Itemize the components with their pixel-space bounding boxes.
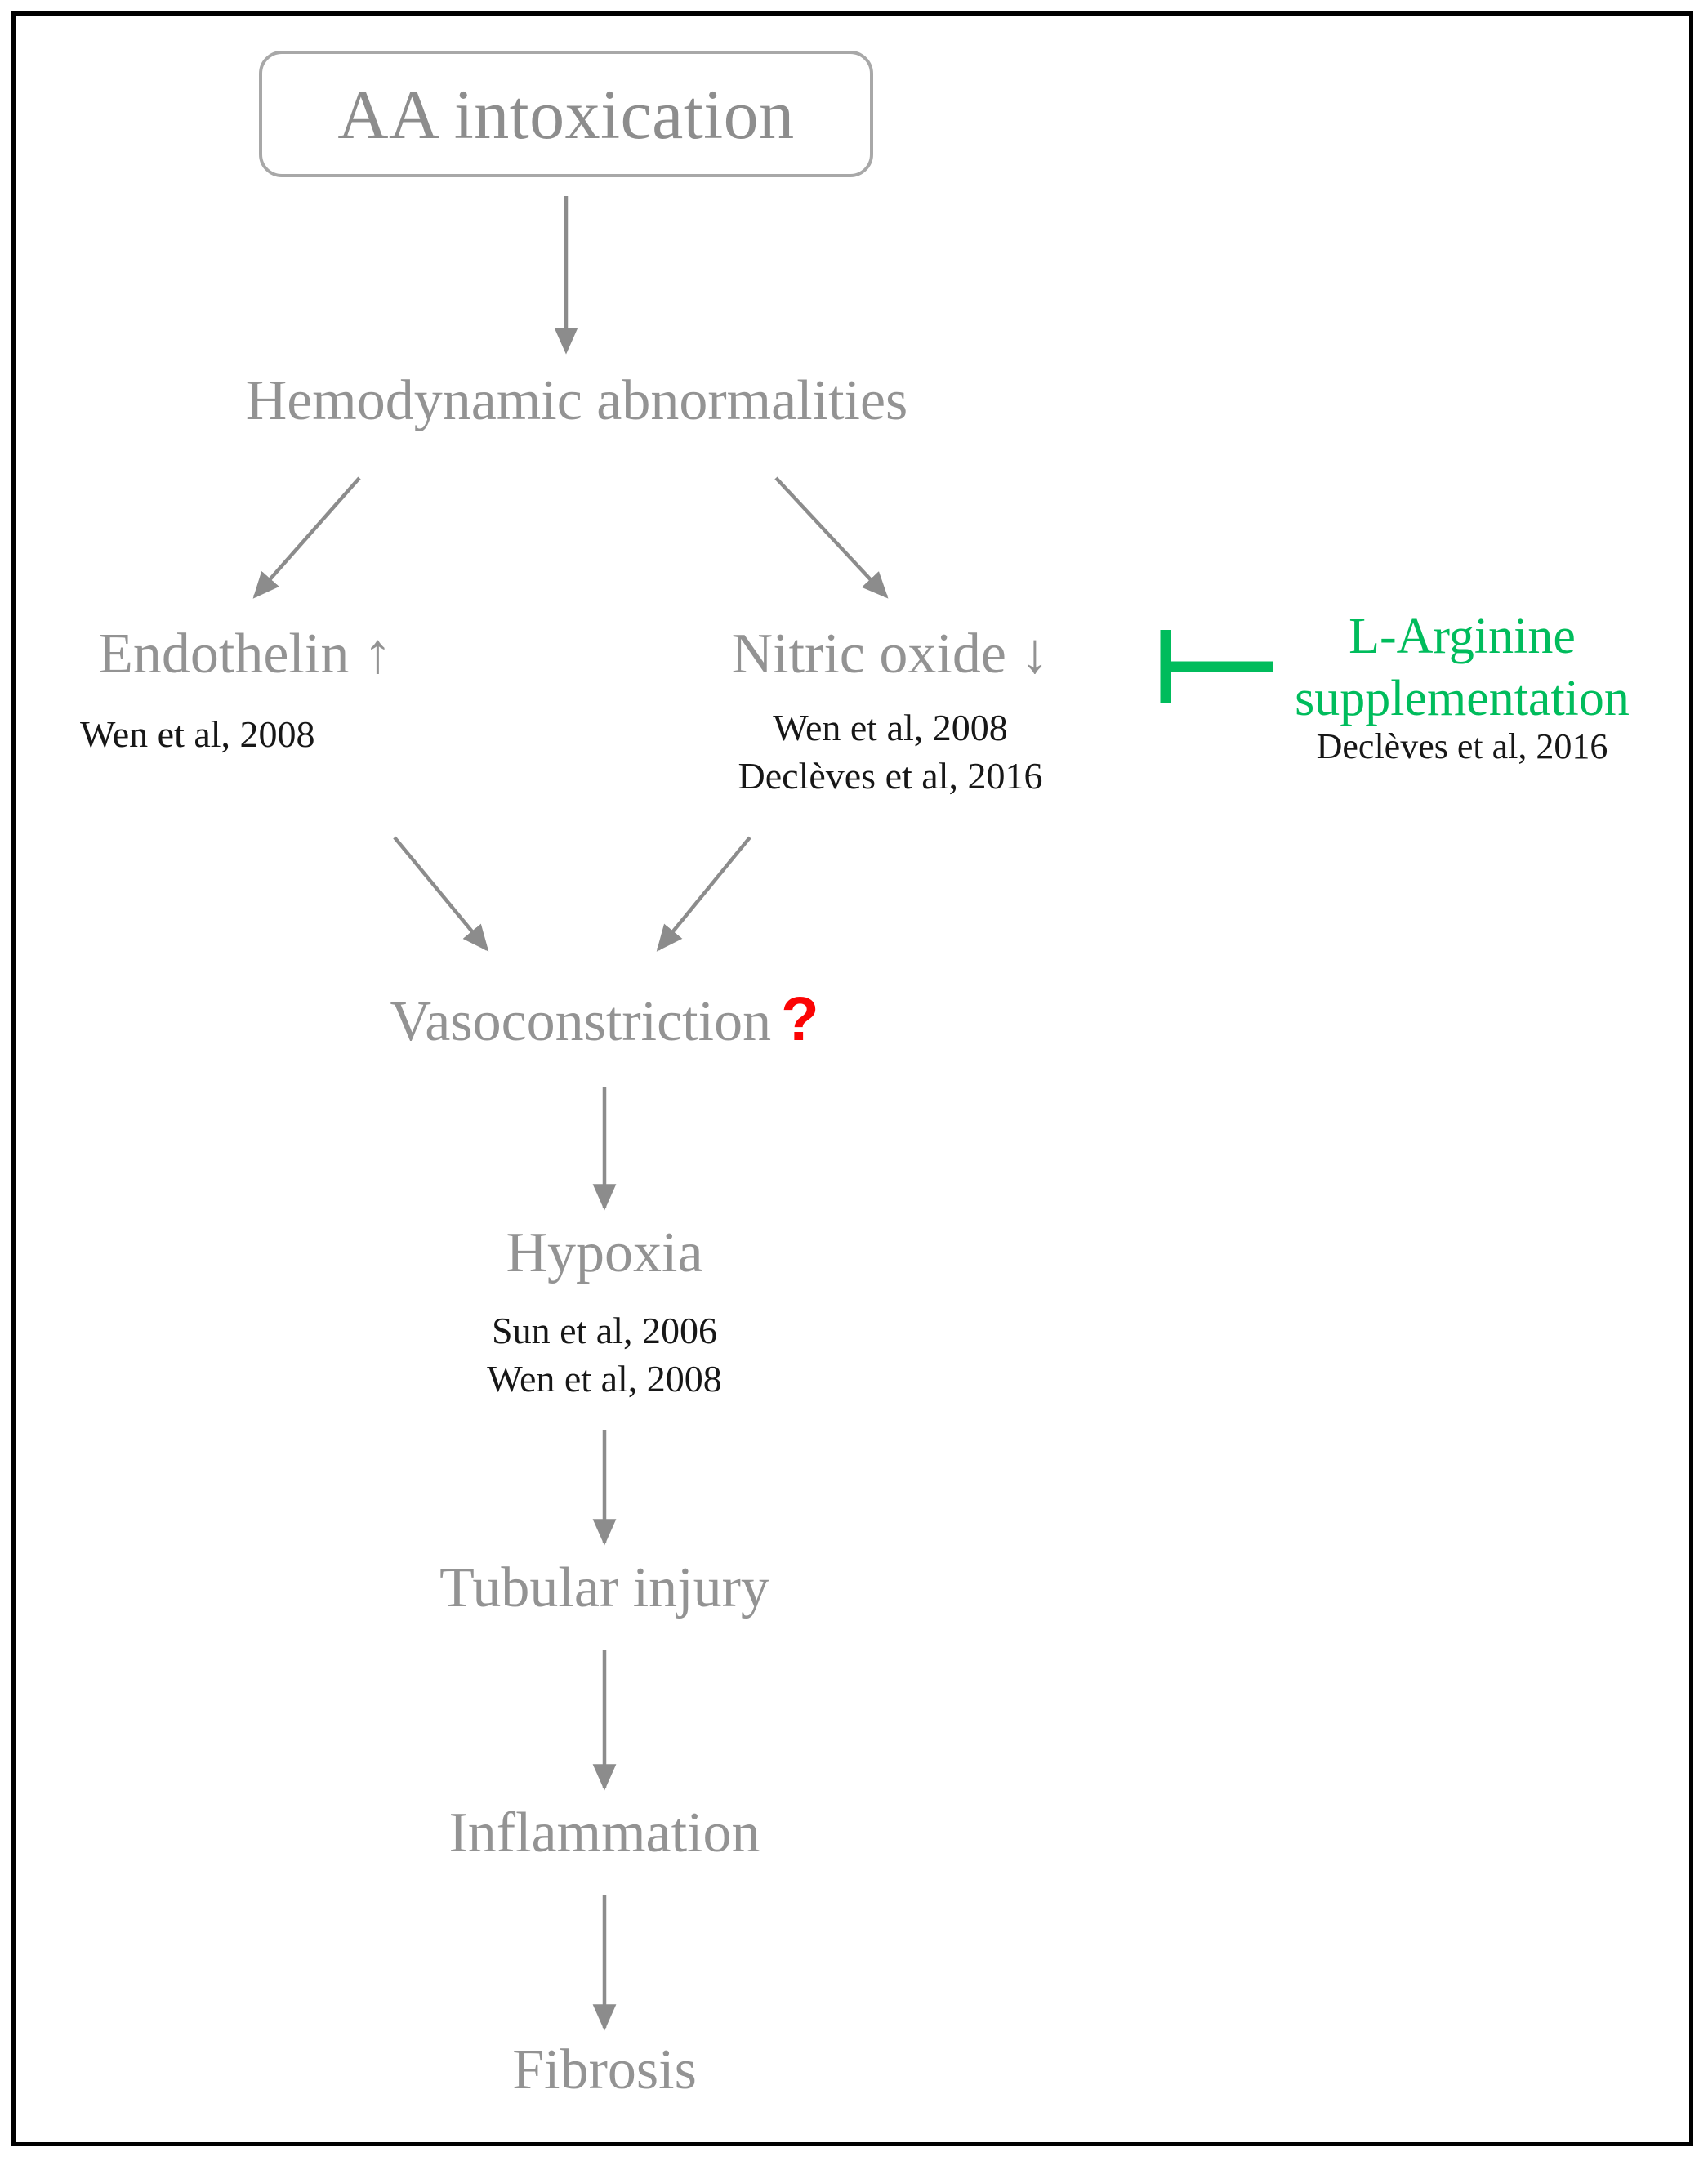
node-hemodynamic-abnormalities[interactable]: Hemodynamic abnormalities bbox=[245, 369, 908, 432]
node-l-arginine-supplementation[interactable]: L-Arginine supplementation bbox=[1242, 606, 1683, 730]
node-tubular-injury[interactable]: Tubular injury bbox=[439, 1556, 769, 1619]
node-endothelin[interactable]: Endothelin ↑ bbox=[98, 623, 392, 685]
node-l-arginine-label-line-2: supplementation bbox=[1295, 670, 1630, 726]
node-vasoconstriction[interactable]: Vasoconstriction? bbox=[229, 985, 980, 1054]
citation-l-arginine: Declèves et al, 2016 bbox=[1316, 726, 1608, 766]
citation-nitric-oxide: Wen et al, 2008 Declèves et al, 2016 bbox=[621, 704, 1160, 801]
citation-endothelin: Wen et al, 2008 bbox=[80, 713, 315, 755]
node-nitric-oxide[interactable]: Nitric oxide ↓ bbox=[731, 623, 1050, 685]
citation-hypoxia-line-1: Sun et al, 2006 bbox=[492, 1310, 717, 1351]
node-l-arginine-label-line-1: L-Arginine bbox=[1349, 609, 1576, 664]
citation-hypoxia: Sun et al, 2006 Wen et al, 2008 bbox=[343, 1307, 866, 1404]
node-vasoconstriction-label: Vasoconstriction bbox=[390, 990, 772, 1053]
inhibition-bar-icon bbox=[1160, 630, 1273, 703]
node-hypoxia[interactable]: Hypoxia bbox=[506, 1221, 703, 1284]
node-aa-intoxication[interactable]: AA intoxication bbox=[259, 51, 873, 177]
citation-hypoxia-line-2: Wen et al, 2008 bbox=[487, 1357, 722, 1400]
node-fibrosis[interactable]: Fibrosis bbox=[512, 2038, 697, 2101]
question-mark-icon: ? bbox=[781, 985, 819, 1054]
citation-nitric-oxide-line-2: Declèves et al, 2016 bbox=[738, 754, 1043, 797]
node-aa-intoxication-label: AA intoxication bbox=[337, 74, 795, 154]
node-inflammation[interactable]: Inflammation bbox=[448, 1802, 760, 1864]
diagram-frame-border bbox=[11, 11, 1693, 2146]
citation-nitric-oxide-line-1: Wen et al, 2008 bbox=[773, 707, 1008, 748]
